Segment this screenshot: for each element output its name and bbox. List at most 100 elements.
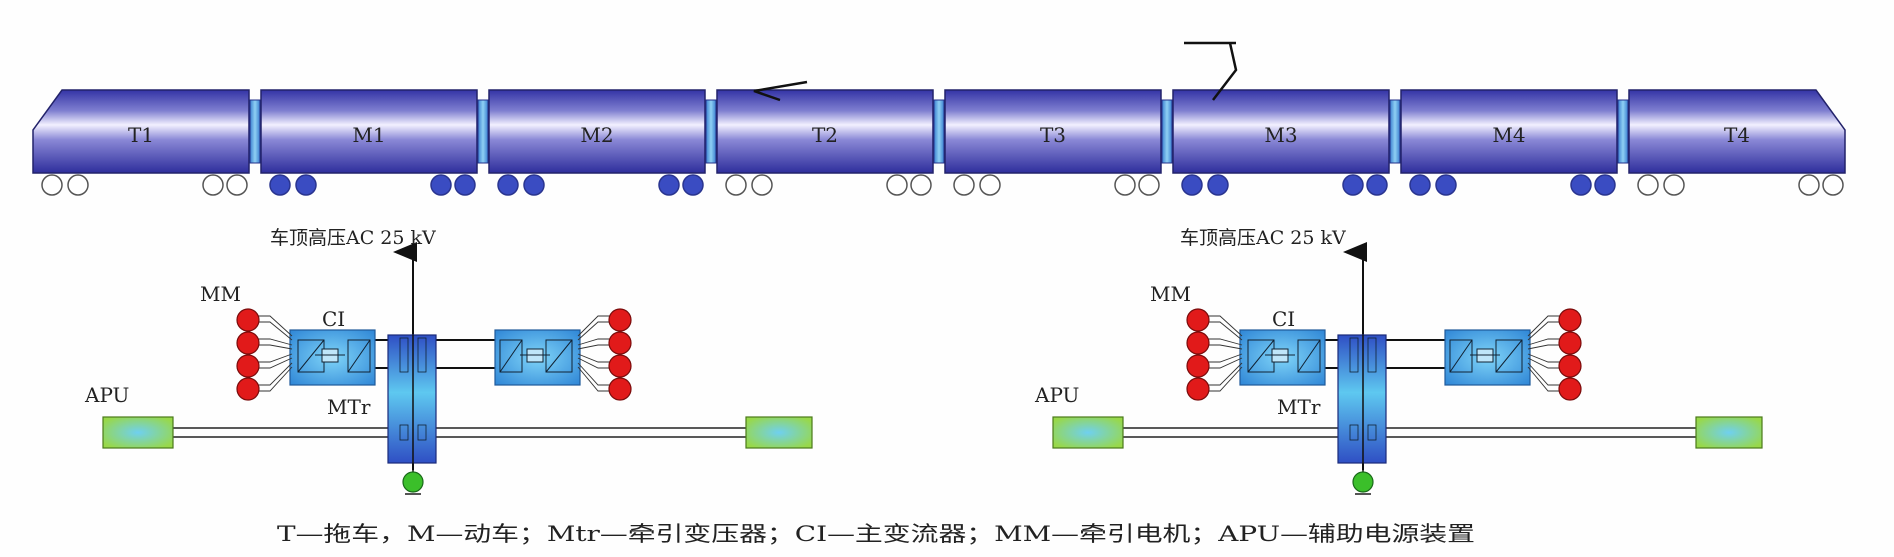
trailer-wheel-icon [886, 174, 908, 196]
converter-ci [289, 329, 376, 386]
trailer-wheel-icon [202, 174, 224, 196]
car-body [1400, 89, 1618, 174]
motor-cable [1204, 366, 1243, 392]
car-label: T3 [1040, 123, 1066, 147]
motor-cable [577, 362, 614, 386]
converter-ci [1444, 329, 1531, 386]
trailer-wheel-icon [751, 174, 773, 196]
motor-cable [577, 338, 614, 346]
trailer-wheel-icon [910, 174, 932, 196]
car-m3: M3 [1172, 89, 1390, 196]
motor-cable [1204, 315, 1243, 337]
motor-cable [1527, 315, 1564, 337]
car-body [1628, 89, 1846, 174]
motor-cable [577, 353, 614, 363]
car-m4: M4 [1400, 89, 1618, 196]
traction-unit-right: 车顶高压AC 25 kV MM CI MTr APU [1034, 227, 1763, 495]
supply-voltage-label: 车顶高压AC 25 kV [1180, 227, 1346, 249]
motor-cable [577, 315, 614, 337]
traction-motor-icon [236, 354, 260, 378]
ground-icon [402, 471, 424, 493]
motor-cable [1204, 362, 1243, 386]
apu-box [102, 416, 174, 449]
motor-cable [1527, 362, 1564, 386]
ci-label: CI [1272, 307, 1295, 331]
motor-wheel-icon [430, 174, 452, 196]
motor-cable [254, 315, 293, 337]
car-body [944, 89, 1162, 174]
traction-motor-icon [608, 354, 632, 378]
traction-unit-left: 车顶高压AC 25 kV MM CI MTr APU [84, 227, 813, 495]
motor-cable [1204, 344, 1243, 350]
car-m1: M1 [260, 89, 478, 196]
car-body [260, 89, 478, 174]
motor-wheel-icon [1409, 174, 1431, 196]
traction-motor-icon [1558, 377, 1582, 401]
apu-box [745, 416, 813, 449]
motor-wheel-icon [1366, 174, 1388, 196]
traction-motor-icon [236, 331, 260, 355]
apu-box [1695, 416, 1763, 449]
car-body [1172, 89, 1390, 174]
gangway-connector [249, 99, 261, 164]
gangway-connector [933, 99, 945, 164]
car-label: T1 [128, 123, 154, 147]
supply-voltage-label: 车顶高压AC 25 kV [270, 227, 436, 249]
trailer-wheel-icon [41, 174, 63, 196]
motor-cable [1527, 338, 1564, 346]
motor-cable [1204, 357, 1243, 369]
trailer-wheel-icon [1798, 174, 1820, 196]
car-t1: T1 [32, 89, 250, 196]
gangway-connector [1389, 99, 1401, 164]
motor-wheel-icon [454, 174, 476, 196]
motor-wheel-icon [1181, 174, 1203, 196]
motor-cable [254, 344, 293, 350]
motor-wheel-icon [1435, 174, 1457, 196]
traction-motor-icon [236, 308, 260, 332]
car-t4: T4 [1628, 89, 1846, 196]
motor-cable [254, 362, 293, 386]
trailer-wheel-icon [953, 174, 975, 196]
ci-label: CI [322, 307, 345, 331]
car-m2: M2 [488, 89, 706, 196]
gangway-connector [1617, 99, 1629, 164]
apu-label: APU [1034, 383, 1079, 407]
traction-motor-icon [608, 331, 632, 355]
mtr-label: MTr [1277, 395, 1321, 419]
motor-wheel-icon [1570, 174, 1592, 196]
gangway-connector [477, 99, 489, 164]
converter-ci [1239, 329, 1326, 386]
traction-motor-icon [1186, 377, 1210, 401]
apu-label: APU [84, 383, 129, 407]
motor-wheel-icon [1207, 174, 1229, 196]
traction-motor-icon [1558, 308, 1582, 332]
ground-icon [1352, 471, 1374, 493]
caption: T—拖车，M—动车；Mtr—牵引变压器；CI—主变流器；MM—牵引电机；APU—… [277, 522, 1475, 546]
car-label: T2 [812, 123, 838, 147]
trailer-wheel-icon [1822, 174, 1844, 196]
trailer-wheel-icon [1663, 174, 1685, 196]
car-label: M3 [1264, 123, 1297, 147]
gangway-connector [705, 99, 717, 164]
motor-cable [1204, 353, 1243, 363]
main-transformer-mtr [1337, 334, 1387, 472]
converter-ci [494, 329, 581, 386]
motor-cable [1204, 338, 1243, 346]
car-label: T4 [1724, 123, 1750, 147]
traction-motor-icon [1558, 354, 1582, 378]
motor-cable [1527, 353, 1564, 363]
trailer-wheel-icon [67, 174, 89, 196]
motor-cable [254, 338, 293, 346]
mtr-label: MTr [327, 395, 371, 419]
traction-motor-icon [608, 308, 632, 332]
mm-label: MM [200, 282, 241, 306]
motor-wheel-icon [523, 174, 545, 196]
motor-wheel-icon [682, 174, 704, 196]
car-label: M1 [352, 123, 385, 147]
trailer-wheel-icon [979, 174, 1001, 196]
motor-cable [254, 357, 293, 369]
car-body [488, 89, 706, 174]
car-t2: T2 [716, 89, 934, 196]
mm-label: MM [1150, 282, 1191, 306]
